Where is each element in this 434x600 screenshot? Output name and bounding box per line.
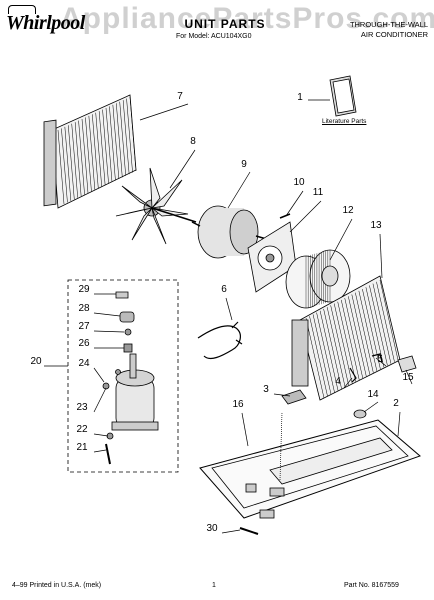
product-type: THROUGH-THE-WALL AIR CONDITIONER xyxy=(334,20,428,40)
callout-13: 13 xyxy=(370,220,382,231)
callout-9: 9 xyxy=(241,159,247,170)
brand-name: Whirlpool xyxy=(6,12,85,34)
condenser-coil-icon xyxy=(43,94,137,209)
callout-20: 20 xyxy=(30,356,42,367)
screw-icon-10 xyxy=(279,213,291,219)
model-line: For Model: ACU104XG0 xyxy=(176,33,252,40)
watermark: AppliancePartsPros.com xyxy=(60,2,434,35)
callout-23: 23 xyxy=(76,402,88,413)
compressor-icon xyxy=(111,353,159,431)
callout-5: 5 xyxy=(377,354,383,365)
footer-print-info: 4–99 Printed in U.S.A. (mek) xyxy=(12,582,102,589)
product-line-1: THROUGH-THE-WALL xyxy=(349,20,428,29)
callout-15: 15 xyxy=(402,372,414,383)
brand-logo: Whirlpool xyxy=(6,5,85,35)
callout-24: 24 xyxy=(78,358,90,369)
callout-1: 1 xyxy=(297,92,303,103)
callout-14: 14 xyxy=(367,389,379,400)
callout-12: 12 xyxy=(342,205,354,216)
callout-6: 6 xyxy=(221,284,227,295)
callout-3: 3 xyxy=(263,384,269,395)
callout-4: 4 xyxy=(335,376,341,387)
literature-label: Literature Parts xyxy=(322,118,367,125)
logo-arc-icon xyxy=(8,5,36,14)
sheet-title: UNIT PARTS xyxy=(184,17,266,31)
screw-icon-30 xyxy=(239,527,259,535)
bracket-icon-15 xyxy=(397,355,417,373)
insulation-strip-icon xyxy=(281,389,307,405)
callout-11: 11 xyxy=(312,187,324,198)
callout-16: 16 xyxy=(232,399,244,410)
evaporator-coil-icon xyxy=(291,275,401,401)
callout-26: 26 xyxy=(78,338,90,349)
callout-8: 8 xyxy=(190,136,196,147)
base-pan-icon xyxy=(199,419,421,519)
clip-icon-5 xyxy=(371,353,383,363)
callout-10: 10 xyxy=(293,177,305,188)
fan-blade-icon xyxy=(115,167,197,245)
callout-27: 27 xyxy=(78,321,90,332)
tubing-bracket-icon xyxy=(197,321,243,360)
callout-7: 7 xyxy=(177,91,183,102)
callout-29: 29 xyxy=(78,284,90,295)
callout-2: 2 xyxy=(393,398,399,409)
blower-wheel-icon xyxy=(285,249,351,309)
footer-page-number: 1 xyxy=(212,582,216,589)
motor-mount-icon xyxy=(247,221,297,293)
fan-motor-icon xyxy=(191,205,271,259)
compressor-group-box xyxy=(67,279,179,473)
callout-22: 22 xyxy=(76,424,88,435)
literature-booklet-icon xyxy=(329,75,357,117)
product-line-2: AIR CONDITIONER xyxy=(360,30,428,39)
clip-icon-4 xyxy=(349,367,357,383)
leader-lines xyxy=(44,99,413,534)
washer-icon-14 xyxy=(353,409,367,419)
callout-21: 21 xyxy=(76,442,88,453)
callout-28: 28 xyxy=(78,303,90,314)
footer-part-number: Part No. 8167559 xyxy=(344,582,399,589)
callout-30: 30 xyxy=(206,523,218,534)
